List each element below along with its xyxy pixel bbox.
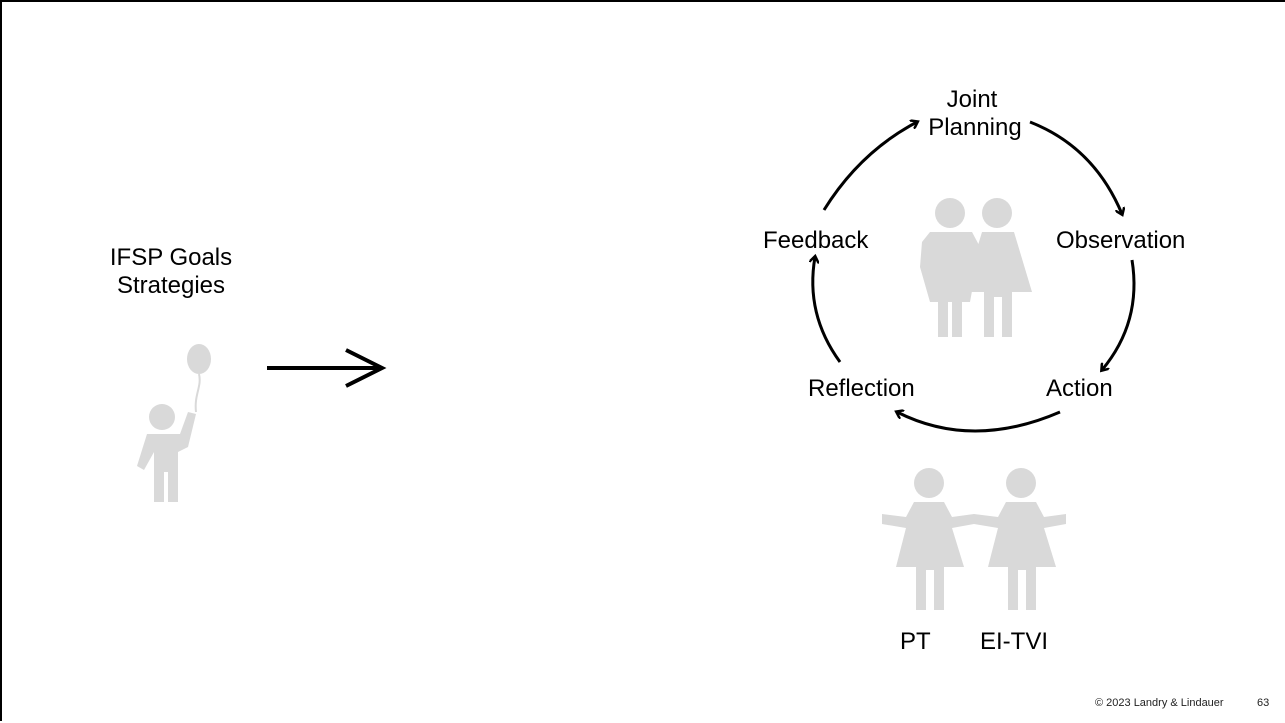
child-with-balloon-icon [137, 344, 211, 502]
two-women-icon [882, 468, 1066, 610]
couple-icon [920, 198, 1032, 337]
arrow-action-to-reflection [897, 412, 1061, 433]
cycle-step-action: Action [1046, 375, 1113, 402]
pt-label: PT [900, 628, 931, 655]
copyright-text: © 2023 Landry & Lindauer [1095, 697, 1224, 709]
ei-tvi-label: EI-TVI [980, 628, 1049, 655]
cycle-step-planning: Planning [928, 114, 1022, 141]
arrow-feedback-to-planning [822, 122, 917, 211]
ifsp-goals-label: IFSP Goals [109, 244, 233, 271]
page-number: 63 [1257, 697, 1270, 709]
cycle-step-reflection: Reflection [808, 375, 915, 402]
cycle-step-observation: Observation [1056, 227, 1186, 254]
cycle-step-joint: Joint [946, 86, 998, 113]
arrow-observation-to-action [1102, 259, 1136, 370]
arrow-planning-to-observation [1029, 120, 1122, 214]
arrow-reflection-to-feedback [813, 257, 842, 363]
right-arrow-icon [267, 348, 387, 388]
cycle-arrows [813, 120, 1136, 433]
strategies-label: Strategies [116, 272, 226, 299]
cycle-step-feedback: Feedback [763, 227, 869, 254]
